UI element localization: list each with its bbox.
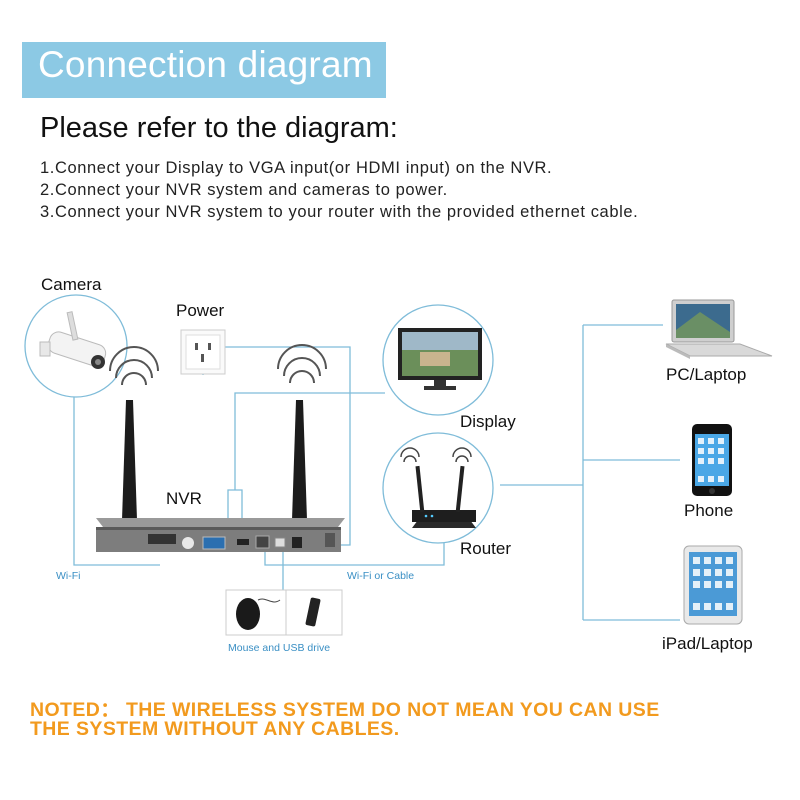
power-label: Power bbox=[176, 301, 225, 320]
router-label: Router bbox=[460, 539, 512, 558]
wifi-signal-icon bbox=[277, 344, 327, 384]
title-banner bbox=[22, 42, 386, 98]
mouse-usb-icon bbox=[225, 589, 343, 636]
step-1: 1.Connect your Display to VGA input(or H… bbox=[40, 159, 553, 177]
step-2: 2.Connect your NVR system and cameras to… bbox=[40, 181, 448, 199]
nvr-icon bbox=[96, 518, 345, 552]
power-socket-icon bbox=[180, 329, 226, 375]
note-line-1: NOTED： THE WIRELESS SYSTEM DO NOT MEAN Y… bbox=[30, 699, 660, 721]
display-icon bbox=[382, 304, 494, 416]
wifi-label: Wi-Fi bbox=[56, 570, 81, 582]
laptop-icon bbox=[665, 299, 773, 359]
nvr-antenna-icon bbox=[122, 400, 307, 520]
router-icon bbox=[382, 432, 494, 544]
step-3: 3.Connect your NVR system to your router… bbox=[40, 203, 639, 221]
pc-laptop-label: PC/Laptop bbox=[666, 365, 747, 384]
mouse-usb-label: Mouse and USB drive bbox=[228, 642, 331, 654]
nvr-label: NVR bbox=[166, 489, 202, 508]
phone-label: Phone bbox=[684, 501, 734, 520]
page-title: Connection diagram bbox=[38, 44, 373, 85]
connector-lines bbox=[73, 324, 680, 621]
phone-icon bbox=[692, 424, 732, 496]
wifi-or-cable-label: Wi-Fi or Cable bbox=[347, 570, 415, 582]
camera-icon bbox=[24, 294, 128, 398]
instructions-heading: Please refer to the diagram: bbox=[40, 112, 398, 144]
display-label: Display bbox=[460, 412, 516, 431]
camera-label: Camera bbox=[41, 275, 102, 294]
ipad-icon bbox=[683, 545, 743, 625]
wifi-signal-icon bbox=[109, 346, 159, 386]
note-line-2: THE SYSTEM WITHOUT ANY CABLES. bbox=[30, 718, 400, 740]
wifi-signal-icon bbox=[400, 447, 472, 463]
ipad-laptop-label: iPad/Laptop bbox=[662, 634, 753, 653]
